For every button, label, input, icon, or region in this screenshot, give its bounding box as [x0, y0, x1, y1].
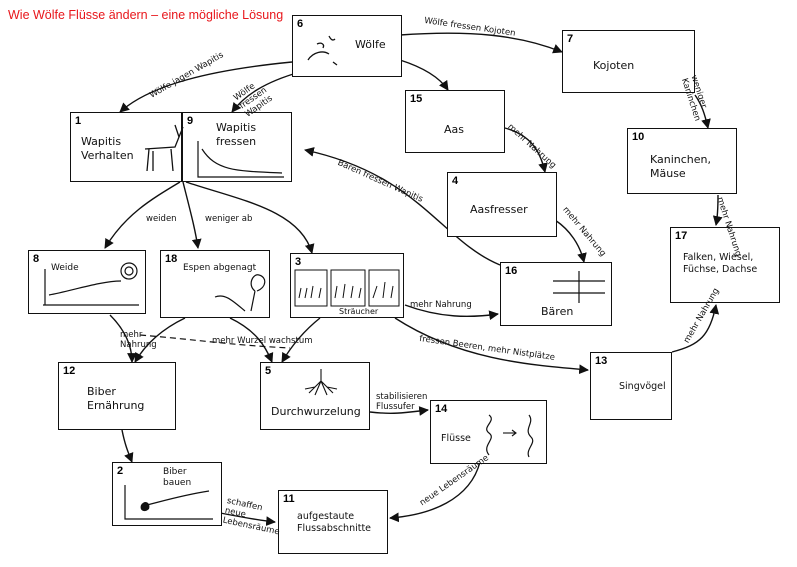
arrow-shrubs-songbirds — [394, 317, 589, 375]
arrow-beaver-food-beaver-build — [121, 429, 134, 463]
node-label: Falken, Wiesel, Füchse, Dachse — [683, 252, 758, 275]
decline-curve-icon — [197, 141, 284, 178]
node-label: Biber bauen — [163, 467, 192, 489]
arrow-bears-elk — [304, 147, 501, 266]
node-number: 13 — [595, 355, 608, 367]
edge-label: mehr Nahrung — [120, 330, 157, 350]
arrow-carrion-scavengers — [504, 127, 548, 173]
diagram-title: Wie Wölfe Flüsse ändern – eine mögliche … — [8, 8, 284, 22]
river-meander-icon — [486, 414, 534, 458]
arrow-songbirds-predators — [671, 304, 720, 353]
node-label: Aas — [444, 123, 464, 136]
node-number: 4 — [452, 175, 459, 187]
wolf-sketch-icon — [307, 35, 338, 66]
node-label: Sträucher — [339, 307, 379, 316]
node-number: 14 — [435, 403, 448, 415]
elk-sketch-icon — [144, 124, 184, 172]
node-number: 6 — [297, 18, 304, 30]
node-beaver-build: 2 Biber bauen — [112, 462, 222, 526]
node-root-growth: 5 Durchwurzelung — [260, 362, 370, 430]
edge-label: stabilisieren Flussufer — [376, 392, 428, 412]
node-rabbits-mice: 10 Kaninchen, Mäuse — [627, 128, 737, 194]
node-number: 17 — [675, 230, 688, 242]
edge-label: weiden — [146, 214, 177, 224]
node-songbirds: 13 Singvögel — [590, 352, 672, 420]
node-number: 12 — [63, 365, 76, 377]
node-elk: 1 Wapitis Verhalten 9 Wapitis fressen — [70, 112, 292, 182]
node-label: Bären — [541, 305, 574, 318]
node-carrion: 15 Aas — [405, 90, 505, 153]
node-label: Wapitis fressen — [216, 121, 257, 148]
node-number: 15 — [410, 93, 423, 105]
arrow-elk-willow — [104, 181, 181, 249]
node-number: 2 — [117, 465, 124, 477]
shrubs-panels-icon — [294, 269, 400, 307]
arrow-shrubs-roots — [281, 317, 321, 363]
node-number: 1 — [75, 115, 82, 127]
arrow-willow-beaver-food — [109, 314, 137, 363]
node-bears: 16 Bären — [500, 262, 612, 326]
node-coyotes: 7 Kojoten — [562, 30, 695, 93]
node-number: 5 — [265, 365, 272, 377]
arrow-rivers-dams — [389, 461, 481, 523]
arrow-coyotes-rabbits — [694, 94, 711, 129]
node-label: Singvögel — [619, 381, 666, 392]
arrow-wolves-coyotes — [399, 32, 563, 54]
node-label: Wapitis Verhalten — [81, 135, 134, 162]
node-dammed-sections: 11 aufgestaute Flussabschnitte — [278, 490, 388, 554]
node-beaver-food: 12 Biber Ernährung — [58, 362, 176, 430]
arrow-shrubs-bears — [404, 304, 499, 321]
node-number: 18 — [165, 253, 178, 265]
node-predators: 17 Falken, Wiesel, Füchse, Dachse — [670, 227, 780, 303]
arrow-elk-shrubs — [185, 181, 315, 254]
arrow-wolves-carrion — [399, 59, 449, 91]
arrow-wolves-elk-eating — [231, 71, 301, 113]
willow-growth-icon — [43, 262, 139, 306]
node-number: 16 — [505, 265, 518, 277]
node-label: Aasfresser — [470, 203, 528, 216]
node-label: Kojoten — [593, 59, 635, 72]
arrow-aspen-beaver-food — [134, 317, 186, 363]
node-wolves: 6 Wölfe — [292, 15, 402, 77]
arrow-rabbits-predators — [712, 194, 723, 226]
node-shrubs: 3 Sträucher — [290, 253, 404, 318]
node-label: Durchwurzelung — [271, 405, 361, 418]
arrow-elk-aspen — [182, 181, 202, 249]
node-label: Kaninchen, Mäuse — [650, 153, 712, 180]
node-number: 8 — [33, 253, 40, 265]
node-aspen: 18 Espen abgenagt — [160, 250, 270, 318]
dashed-aspen-roots-link — [139, 334, 291, 349]
node-willow: 8 Weide — [28, 250, 146, 314]
node-label: aufgestaute Flussabschnitte — [297, 511, 372, 534]
arrow-aspen-roots — [229, 317, 274, 363]
roots-sketch-icon — [304, 369, 338, 396]
node-number: 9 — [187, 115, 194, 127]
node-label: Wölfe — [355, 38, 386, 51]
box-divider — [181, 113, 183, 181]
node-number: 10 — [632, 131, 645, 143]
edge-label: mehr Wurzel wachstum — [212, 336, 313, 346]
node-rivers: 14 Flüsse — [430, 400, 547, 464]
node-label: Espen abgenagt — [183, 263, 257, 273]
node-label: Flüsse — [441, 433, 471, 444]
arrow-wolves-elk-behavior — [119, 61, 293, 113]
node-label: Biber Ernährung — [87, 385, 145, 412]
node-scavengers: 4 Aasfresser — [447, 172, 557, 237]
node-number: 11 — [283, 493, 295, 505]
arrow-scavengers-bears — [554, 219, 587, 263]
aspen-tree-icon — [214, 274, 266, 312]
node-number: 3 — [295, 256, 302, 268]
bear-grid-icon — [553, 271, 605, 303]
arrow-roots-rivers — [369, 406, 429, 416]
edge-label: weniger ab — [205, 214, 253, 224]
node-label: Weide — [51, 263, 79, 273]
node-number: 7 — [567, 33, 574, 45]
beaver-dam-icon — [124, 485, 213, 520]
edge-label: mehr Nahrung — [410, 300, 472, 310]
